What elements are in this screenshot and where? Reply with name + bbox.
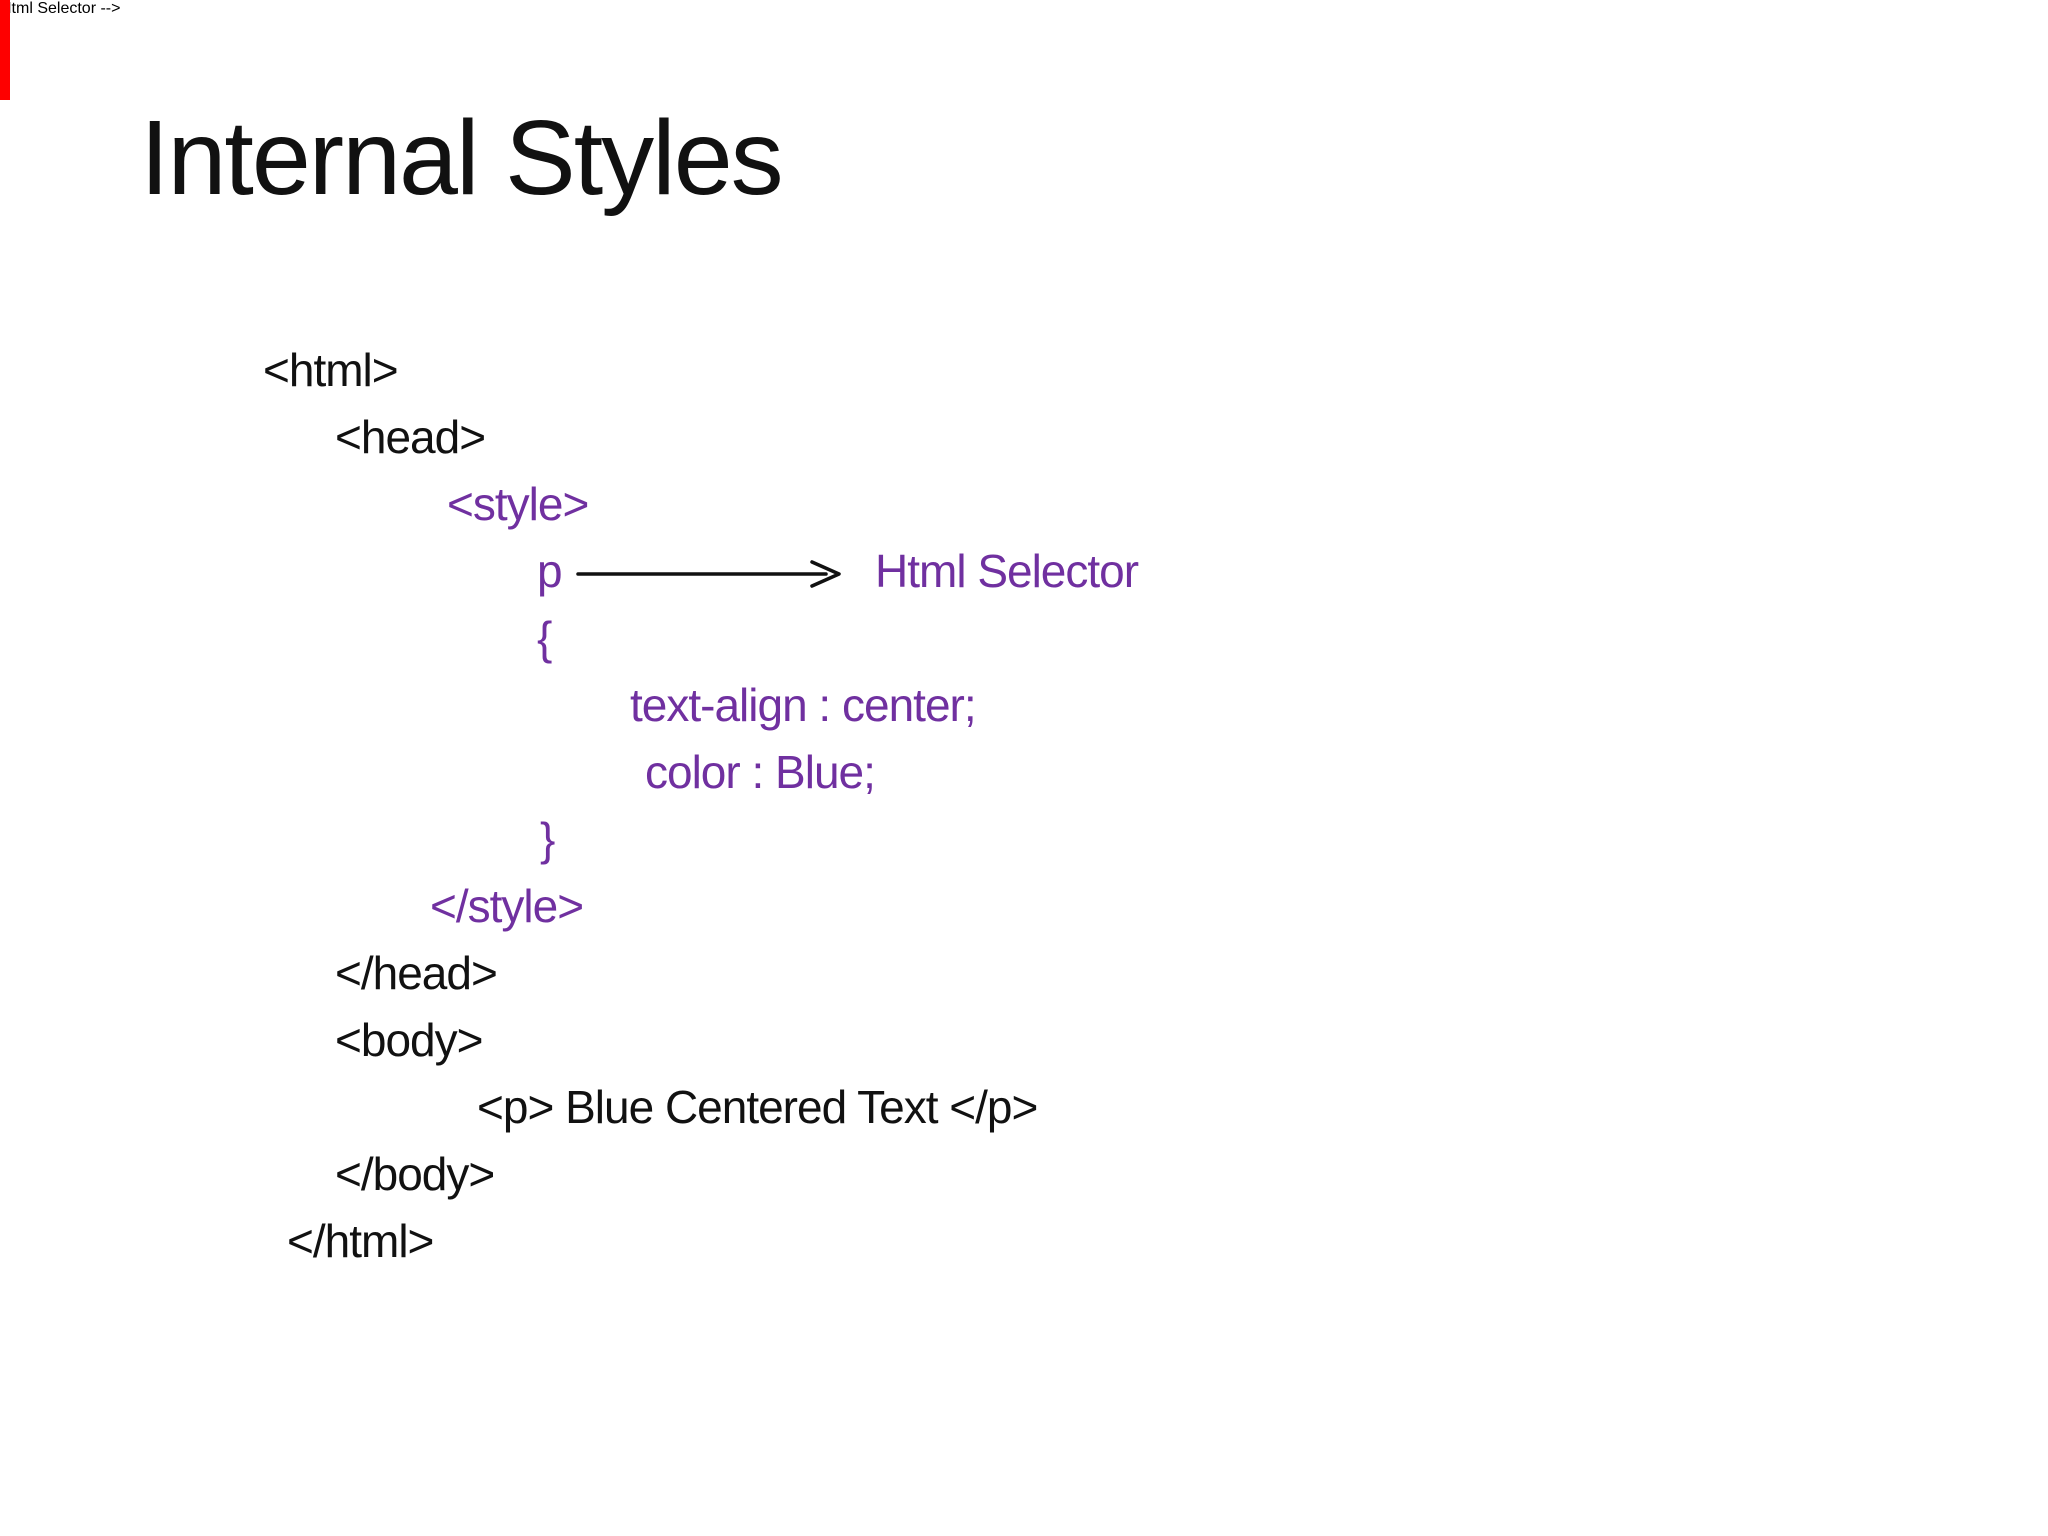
code-line-paragraph: <p> Blue Centered Text </p>: [477, 1081, 1038, 1133]
code-line-html-close: </html>: [287, 1215, 434, 1267]
code-line-head-open: <head>: [335, 411, 486, 463]
code-line-close-brace: }: [540, 813, 555, 865]
selector-arrow-icon: [576, 560, 841, 588]
code-line-style-open: <style>: [447, 478, 589, 530]
code-line-text-align-rule: text-align : center;: [630, 679, 977, 731]
red-edge-strip: [0, 0, 10, 100]
code-line-p-selector: p: [537, 545, 563, 597]
code-line-head-close: </head>: [335, 947, 498, 999]
code-line-body-close: </body>: [335, 1148, 495, 1200]
code-line-html-open: <html>: [263, 344, 399, 396]
code-line-open-brace: {: [537, 612, 552, 664]
slide-title: Internal Styles: [140, 99, 784, 217]
code-line-style-close: </style>: [430, 880, 584, 932]
selector-annotation-label: Html Selector: [875, 545, 1139, 597]
code-line-color-rule: color : Blue;: [645, 746, 876, 798]
code-line-body-open: <body>: [335, 1014, 483, 1066]
